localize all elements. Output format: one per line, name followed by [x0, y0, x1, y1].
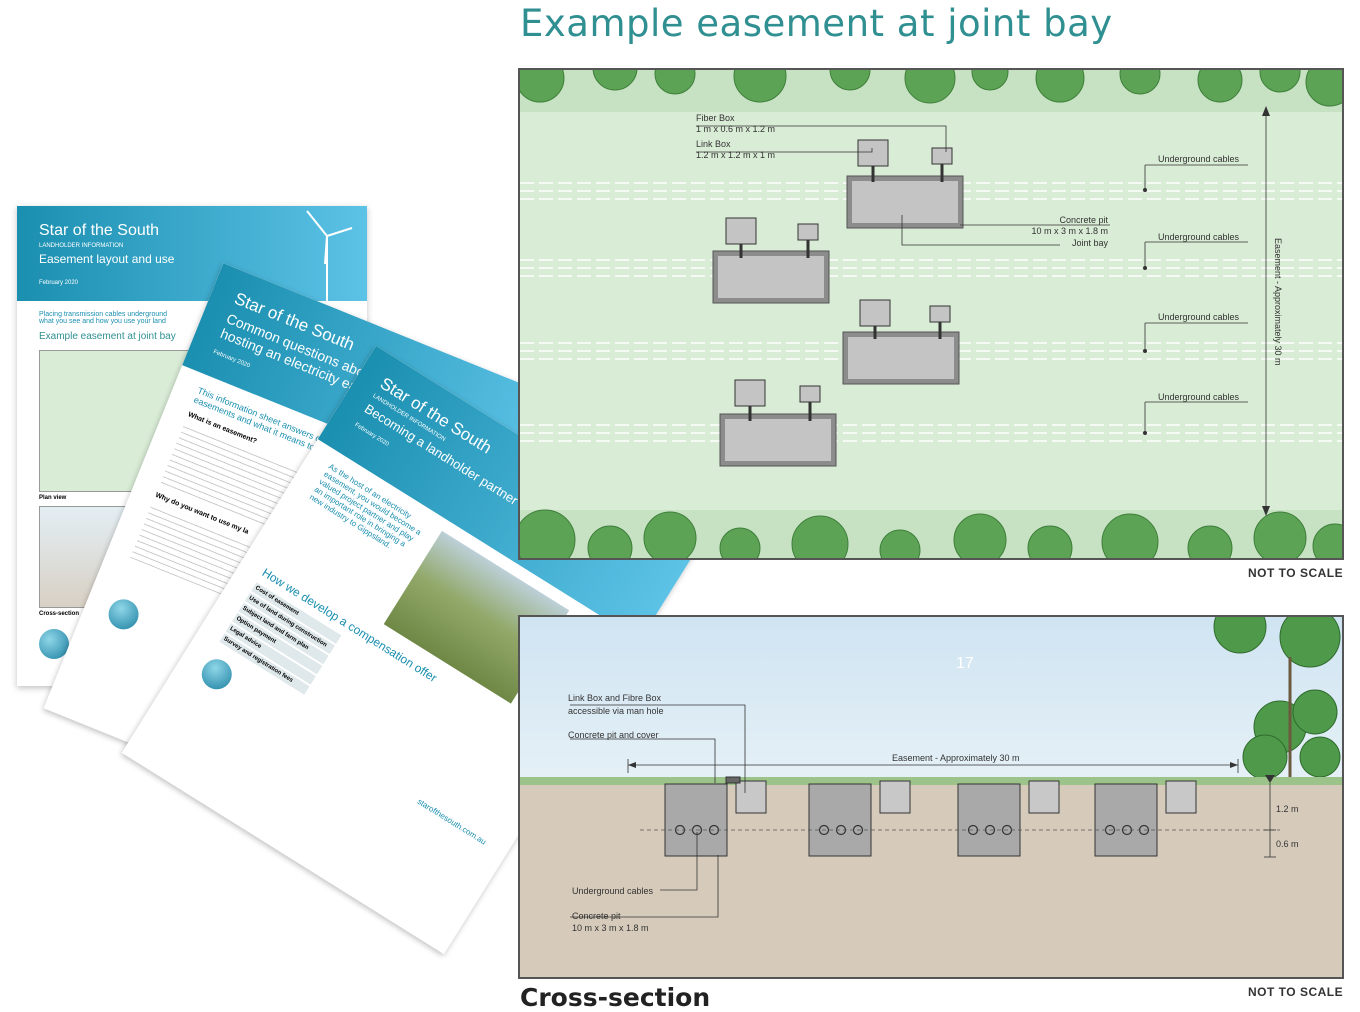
turbine-graphic — [306, 210, 353, 301]
joint-bay-1 — [846, 139, 964, 229]
easement-vertical-label: Easement - Approximately 30 m — [1273, 238, 1283, 366]
page-title: Example easement at joint bay — [520, 2, 1113, 45]
brochure-sub: LANDHOLDER INFORMATION — [39, 243, 124, 249]
boxes-access-label: accessible via man hole — [568, 706, 664, 716]
brochure-brand: Star of the South — [39, 222, 160, 239]
brand-logo — [39, 629, 69, 659]
brochure-cross-section: Cross-section — [39, 611, 80, 617]
section-not-to-scale: NOT TO SCALE — [1248, 985, 1344, 999]
joint-bay-label: Joint bay — [1072, 238, 1109, 248]
joint-bay-2 — [712, 217, 830, 304]
cables-label-4: Underground cables — [1158, 392, 1240, 402]
section-pit-label: Concrete pit — [572, 911, 621, 921]
pit-cover-label: Concrete pit and cover — [568, 730, 659, 740]
brochure-intro: Placing transmission cables underground — [39, 311, 168, 318]
cross-section-diagram: Link Box and Fibre Box accessible via ma… — [518, 615, 1344, 979]
brand-logo — [196, 653, 238, 695]
cables-label-1: Underground cables — [1158, 154, 1240, 164]
link-box-dims: 1.2 m x 1.2 m x 1 m — [696, 150, 775, 160]
brochure-collage: Star of the South LANDHOLDER INFORMATION… — [0, 195, 700, 955]
brochure-plan-view: Plan view — [39, 495, 67, 501]
link-box-label: Link Box — [696, 139, 731, 149]
cables-label-2: Underground cables — [1158, 232, 1240, 242]
page-number: 17 — [956, 655, 974, 672]
joint-bay-4 — [719, 379, 837, 467]
cables-label-3: Underground cables — [1158, 312, 1240, 322]
brochure-section-title: Example easement at joint bay — [39, 331, 176, 342]
depth-top-label: 1.2 m — [1276, 804, 1299, 814]
brand-logo — [104, 594, 144, 634]
boxes-label: Link Box and Fibre Box — [568, 693, 662, 703]
concrete-pit-dims: 10 m x 3 m x 1.8 m — [1031, 226, 1108, 236]
fiber-box-label: Fiber Box — [696, 113, 735, 123]
easement-label: Easement - Approximately 30 m — [892, 753, 1020, 763]
brochure-heading: Easement layout and use — [39, 252, 175, 266]
section-cables-label: Underground cables — [572, 886, 654, 896]
fiber-box-dims: 1 m x 0.6 m x 1.2 m — [696, 124, 775, 134]
joint-bay-3 — [842, 299, 960, 385]
concrete-pit-label: Concrete pit — [1059, 215, 1108, 225]
cross-section-label: Cross-section — [520, 983, 711, 1012]
plan-view-diagram: Fiber Box 1 m x 0.6 m x 1.2 m Link Box 1… — [518, 68, 1344, 560]
plan-not-to-scale: NOT TO SCALE — [1248, 566, 1344, 580]
brochure-url: starofthesouth.com.au — [416, 796, 488, 847]
brochure-intro-2: what you see and how you use your land — [39, 318, 166, 325]
brochure-date: February 2020 — [39, 280, 79, 286]
section-pit-dims: 10 m x 3 m x 1.8 m — [572, 923, 649, 933]
depth-bottom-label: 0.6 m — [1276, 839, 1299, 849]
